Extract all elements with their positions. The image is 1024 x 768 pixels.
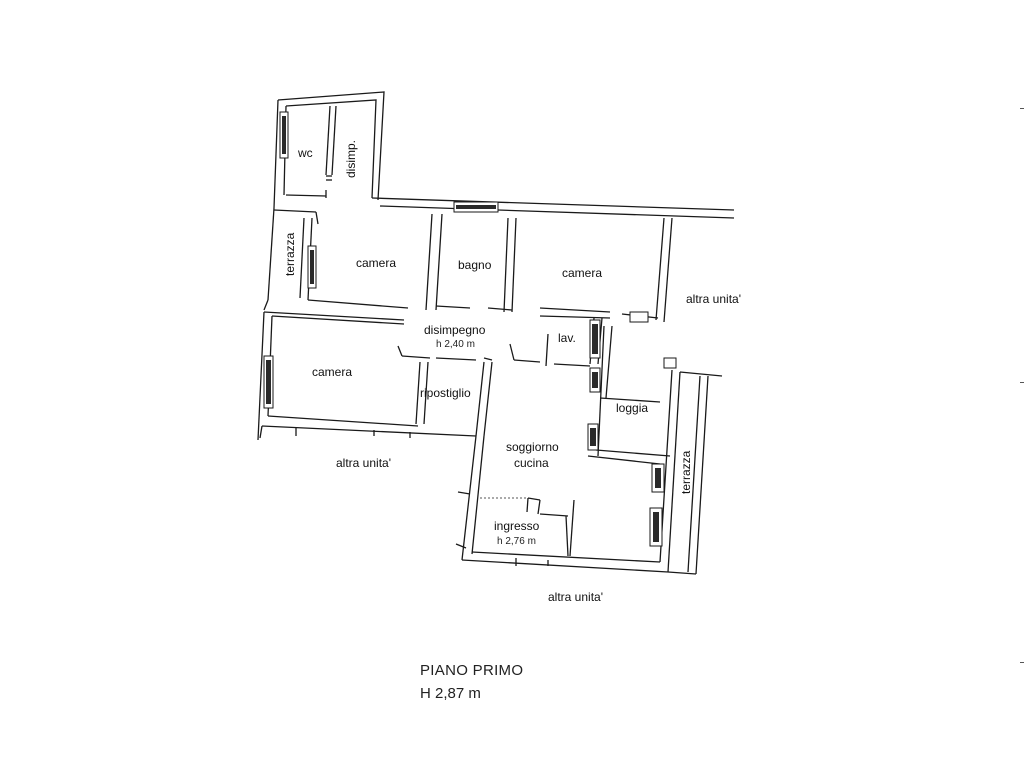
floor-title: PIANO PRIMO <box>420 662 524 679</box>
room-label-camera-top-right: camera <box>562 266 602 280</box>
interior-walls <box>263 105 671 557</box>
room-label-bagno: bagno <box>458 258 492 272</box>
room-label-disimpegno: disimpegno <box>424 323 486 337</box>
room-label-lavanderia: lav. <box>558 331 576 345</box>
neighbor-label-bottom-left: altra unita' <box>336 456 391 470</box>
door-stubs <box>259 175 549 566</box>
windows <box>263 111 677 547</box>
room-label-terrazza-right: terrazza <box>679 450 693 494</box>
room-label-soggiorno: soggiorno <box>506 440 559 454</box>
room-label-wc: wc <box>297 146 313 160</box>
room-label-camera-top-left: camera <box>356 256 396 270</box>
room-label-camera-left: camera <box>312 365 352 379</box>
edge-tick-mark <box>1020 108 1024 109</box>
room-label-loggia: loggia <box>616 401 648 415</box>
room-height-disimpegno: h 2,40 m <box>436 339 475 350</box>
room-label-ingresso: ingresso <box>494 519 540 533</box>
neighbor-label-bottom: altra unita' <box>548 590 603 604</box>
floor-height: H 2,87 m <box>420 685 481 702</box>
room-label-cucina: cucina <box>514 456 549 470</box>
outer-walls <box>257 91 735 575</box>
neighbor-label-right: altra unita' <box>686 292 741 306</box>
edge-tick-mark <box>1020 382 1024 383</box>
room-labels: wc disimp. terrazza camera bagno camera … <box>283 140 693 547</box>
room-label-ripostiglio: ripostiglio <box>420 386 471 400</box>
room-label-disimpegno-top: disimp. <box>344 140 358 178</box>
edge-tick-mark <box>1020 662 1024 663</box>
room-height-ingresso: h 2,76 m <box>497 536 536 547</box>
room-label-terrazza-left: terrazza <box>283 232 297 276</box>
neighbor-labels: altra unita' altra unita' altra unita' <box>336 292 741 604</box>
